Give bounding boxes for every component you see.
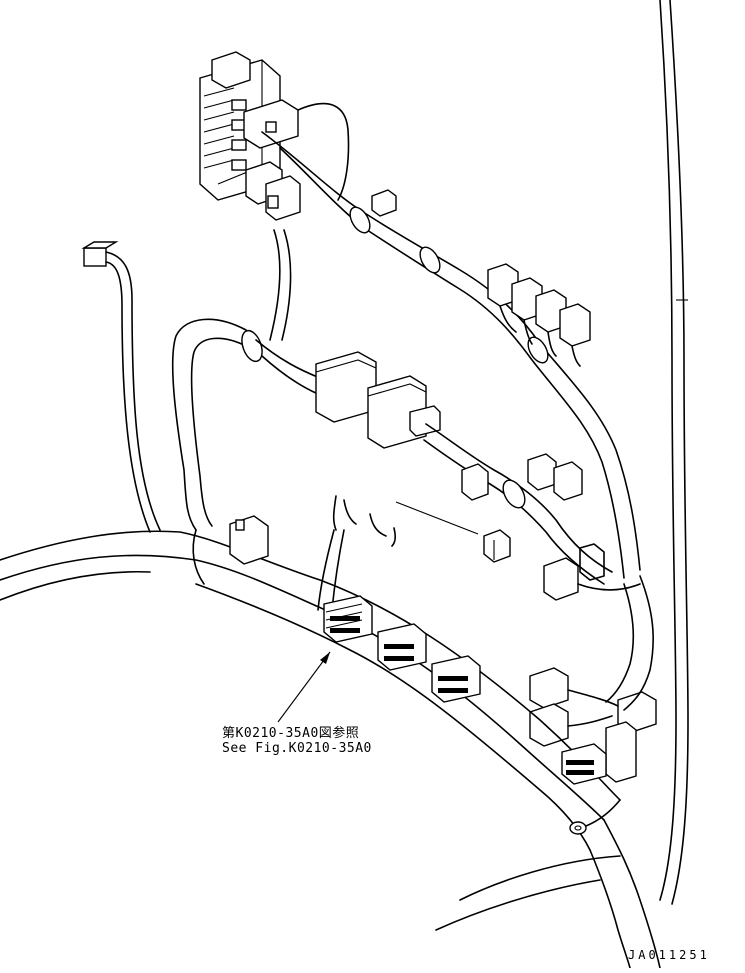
- four-connectors: [487, 263, 591, 367]
- multipin-connectors: [323, 595, 607, 785]
- ring-terminal: [569, 799, 621, 835]
- center-module: [315, 351, 441, 449]
- callout-reference-en: See Fig.K0210-35A0: [222, 741, 372, 756]
- callout-reference-jp: 第K0210-35A0図参照: [222, 726, 360, 741]
- multipin-connector-4: [561, 743, 607, 785]
- relay-block: [199, 51, 281, 201]
- right-connectors: [529, 557, 657, 783]
- right-edge-cable: [659, 0, 689, 905]
- lower-trunk: [0, 529, 661, 969]
- multipin-connector-3: [431, 655, 481, 703]
- module-cable: [423, 423, 613, 585]
- multipin-connector-1: [323, 595, 373, 643]
- harness-clip: [229, 515, 269, 565]
- multipin-connector-2: [377, 623, 427, 671]
- top-loop-cable: [297, 102, 350, 201]
- left-cable: [81, 241, 161, 533]
- small-wires: [317, 495, 397, 611]
- top-connectors: [243, 99, 301, 221]
- drawing-id: JA011251: [628, 948, 710, 962]
- upper-trunk: [261, 131, 641, 579]
- left-harness: [171, 229, 321, 531]
- callout-leader: [277, 651, 331, 723]
- loose-connector: [395, 501, 511, 563]
